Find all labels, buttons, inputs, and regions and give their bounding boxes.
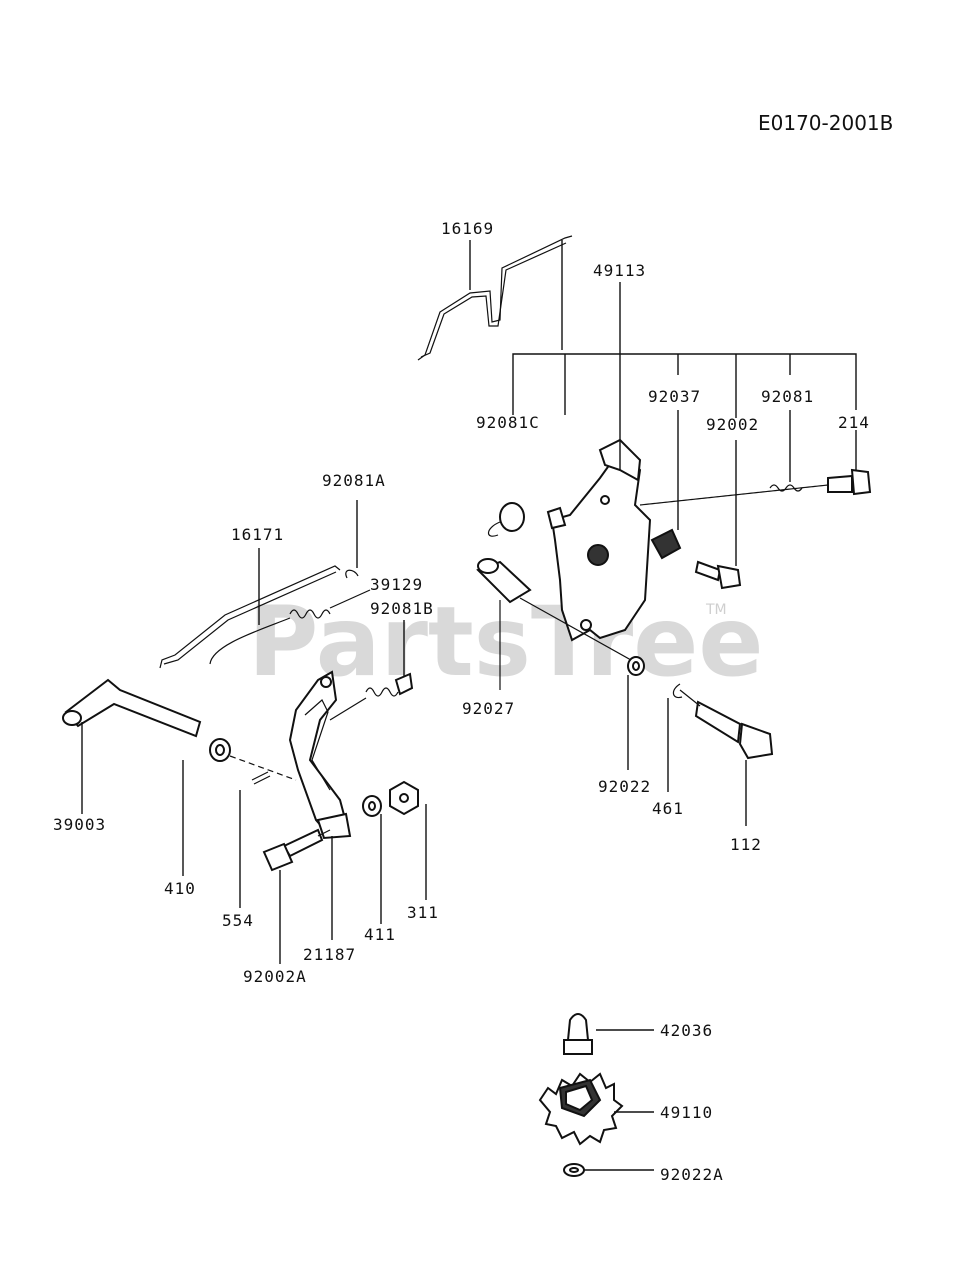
- part-92037-block[interactable]: [650, 410, 682, 560]
- part-311-nut[interactable]: [389, 780, 427, 900]
- label-112: 112: [730, 835, 762, 854]
- label-554: 554: [222, 911, 254, 930]
- label-461: 461: [652, 799, 684, 818]
- part-92081b-spring[interactable]: [329, 620, 414, 721]
- part-411-washer[interactable]: [362, 795, 382, 924]
- part-49113-plate[interactable]: [550, 282, 652, 642]
- label-214: 214: [838, 413, 870, 432]
- part-92002-bolt[interactable]: [694, 440, 742, 590]
- label-92027: 92027: [462, 699, 515, 718]
- part-42036-pin[interactable]: [563, 1013, 654, 1055]
- label-92081b: 92081B: [370, 599, 434, 618]
- label-411: 411: [364, 925, 396, 944]
- label-92022a: 92022A: [660, 1165, 724, 1184]
- diagram-code: E0170-2001B: [758, 111, 893, 135]
- part-92081a-spring[interactable]: [345, 500, 359, 579]
- part-92081c-spring[interactable]: [487, 502, 567, 537]
- part-92081-spring[interactable]: [769, 410, 803, 492]
- label-92081a: 92081A: [322, 471, 386, 490]
- part-16169-rod[interactable]: [417, 235, 573, 361]
- label-21187: 21187: [303, 945, 356, 964]
- part-92022-washer[interactable]: [627, 656, 645, 770]
- part-92022a-washer[interactable]: [563, 1163, 654, 1177]
- part-16171-rod[interactable]: [159, 548, 341, 669]
- part-214-bolt[interactable]: [639, 430, 872, 506]
- group-bracket: [512, 353, 857, 418]
- label-92002: 92002: [706, 415, 759, 434]
- part-39003-shaft[interactable]: [62, 678, 202, 814]
- watermark-tm: TM: [705, 602, 727, 618]
- label-92081: 92081: [761, 387, 814, 406]
- part-461-clip[interactable]: [667, 683, 683, 792]
- label-92081c: 92081C: [476, 413, 540, 432]
- part-92027-sleeve[interactable]: [476, 558, 641, 690]
- part-92002a-bolt[interactable]: [262, 828, 331, 964]
- label-92037: 92037: [648, 387, 701, 406]
- label-311: 311: [407, 903, 439, 922]
- part-112-bolt[interactable]: [679, 689, 774, 826]
- label-92002a: 92002A: [243, 967, 307, 986]
- part-410-washer[interactable]: [182, 738, 297, 876]
- label-410: 410: [164, 879, 196, 898]
- part-49110-gear[interactable]: [538, 1072, 654, 1146]
- label-92022: 92022: [598, 777, 651, 796]
- label-16171: 16171: [231, 525, 284, 544]
- part-21187-lever[interactable]: [288, 670, 352, 940]
- part-554-pin[interactable]: [239, 771, 271, 908]
- label-42036: 42036: [660, 1021, 713, 1040]
- label-49110: 49110: [660, 1103, 713, 1122]
- part-39129-spring[interactable]: [209, 589, 371, 665]
- label-39003: 39003: [53, 815, 106, 834]
- label-49113: 49113: [593, 261, 646, 280]
- label-16169: 16169: [441, 219, 494, 238]
- label-39129: 39129: [370, 575, 423, 594]
